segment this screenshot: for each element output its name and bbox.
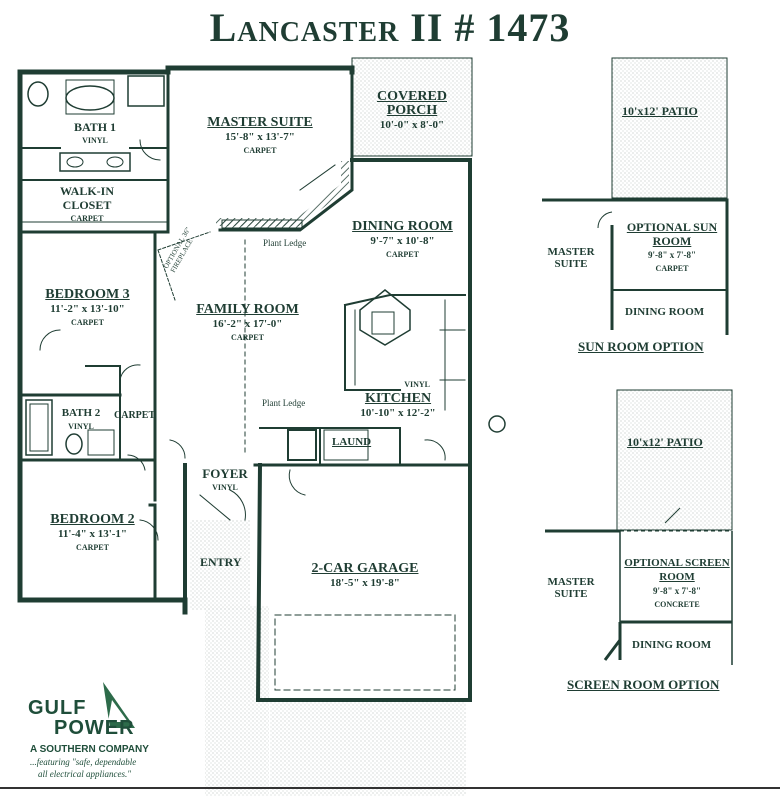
sun-room-label: OPTIONAL SUN ROOM 9'-8" x 7'-8" CARPET bbox=[626, 220, 718, 273]
room-bedroom3: BEDROOM 3 11'-2" x 13'-10" CARPET bbox=[45, 287, 130, 328]
screen-dining-label: DINING ROOM bbox=[632, 639, 712, 651]
room-garage: 2-CAR GARAGE 18'-5" x 19'-8" bbox=[311, 561, 419, 590]
room-laund: LAUND bbox=[332, 436, 372, 448]
plan-title: Lancaster II # 1473 bbox=[209, 5, 571, 50]
screen-patio-label: 10'x12' PATIO bbox=[627, 435, 703, 449]
screen-room-option-caption: SCREEN ROOM OPTION bbox=[567, 677, 720, 692]
plant-ledge-note-1: Plant Ledge bbox=[263, 238, 307, 248]
logo-company: A SOUTHERN COMPANY bbox=[30, 744, 149, 755]
screen-room-label: OPTIONAL SCREEN ROOM 9'-8" x 7'-8" CONCR… bbox=[624, 557, 730, 609]
room-family-room: FAMILY ROOM 16'-2" x 17'-0" CARPET bbox=[196, 302, 299, 343]
room-bedroom2: BEDROOM 2 11'-4" x 13'-1" CARPET bbox=[50, 512, 135, 553]
exterior-wall bbox=[17, 65, 355, 75]
room-foyer: FOYER VINYL bbox=[202, 466, 248, 493]
plant-ledge-hatch bbox=[216, 161, 349, 226]
room-kitchen: VINYL KITCHEN 10'-10" x 12'-2" bbox=[360, 380, 436, 419]
entry-slab bbox=[190, 520, 250, 610]
logo-gulf: GULF bbox=[28, 697, 87, 719]
room-bath2: BATH 2 VINYL bbox=[61, 407, 101, 431]
sun-master-label: MASTER SUITE bbox=[547, 246, 595, 270]
covered-porch-slab bbox=[351, 57, 473, 157]
room-entry: ENTRY bbox=[200, 555, 242, 569]
logo-tagline-1: ...featuring "safe, dependable bbox=[30, 757, 137, 767]
room-bath1: BATH 1 VINYL bbox=[73, 120, 117, 145]
room-master-suite: MASTER SUITE 15'-8" x 13'-7" CARPET bbox=[207, 115, 313, 156]
sun-room-option-caption: SUN ROOM OPTION bbox=[578, 339, 704, 354]
room-dining-room: DINING ROOM 9'-7" x 10'-8" CARPET bbox=[352, 219, 453, 260]
sun-patio-label: 10'x12' PATIO bbox=[622, 104, 698, 118]
room-walkin-closet: WALK-IN CLOSET CARPET bbox=[59, 184, 114, 223]
room-covered-porch: COVERED PORCH 10'-0" x 8'-0" bbox=[376, 89, 447, 132]
sun-dining-label: DINING ROOM bbox=[625, 306, 705, 318]
logo-tagline-2: all electrical appliances." bbox=[38, 769, 132, 779]
hall-carpet-label: CARPET bbox=[114, 410, 156, 421]
logo-power: POWER bbox=[54, 717, 135, 739]
screen-master-label: MASTER SUITE bbox=[547, 576, 595, 600]
gulf-power-triangle-icon bbox=[103, 682, 135, 728]
driveway bbox=[270, 700, 466, 796]
plant-ledge-note-2: Plant Ledge bbox=[262, 398, 306, 408]
